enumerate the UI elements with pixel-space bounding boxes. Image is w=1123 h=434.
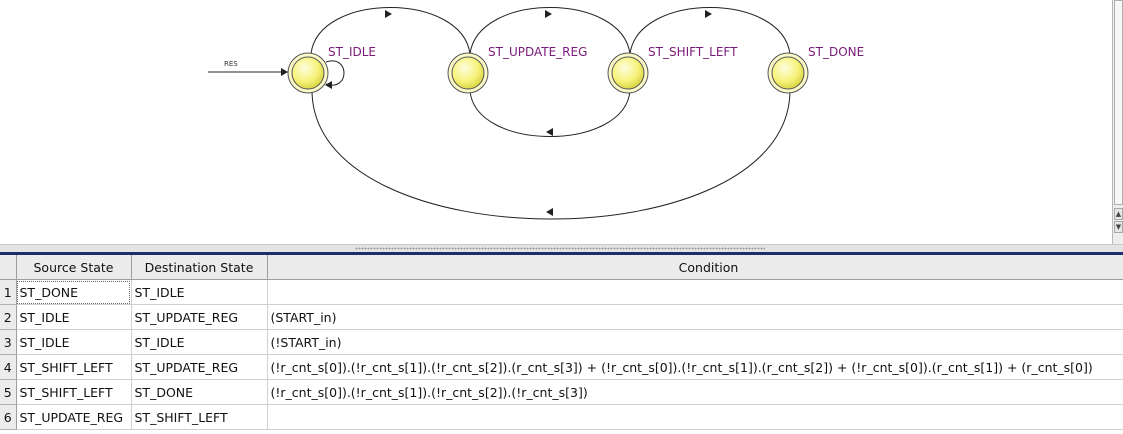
- condition-cell[interactable]: (!r_cnt_s[0]).(!r_cnt_s[1]).(!r_cnt_s[2]…: [267, 379, 1123, 405]
- state-label-st-update-reg: ST_UPDATE_REG: [488, 45, 587, 59]
- transition-update-reg-to-shift-left-arrow: [545, 10, 552, 18]
- scroll-down-button[interactable]: ▼: [1114, 221, 1123, 233]
- column-header-destination-state[interactable]: Destination State: [131, 255, 268, 280]
- destination-state-cell[interactable]: ST_UPDATE_REG: [131, 354, 268, 380]
- transition-done-to-idle-arrow: [546, 208, 553, 216]
- state-label-st-done: ST_DONE: [808, 45, 864, 59]
- transition-update-reg-to-shift-left: [469, 7, 631, 55]
- destination-state-cell[interactable]: ST_SHIFT_LEFT: [131, 404, 268, 430]
- row-number[interactable]: 1: [0, 279, 17, 305]
- condition-cell[interactable]: [267, 279, 1123, 305]
- scroll-up-button[interactable]: ▲: [1114, 208, 1123, 220]
- transition-table: Source State Destination State Condition…: [0, 255, 1123, 430]
- table-row[interactable]: 4 ST_SHIFT_LEFT ST_UPDATE_REG (!r_cnt_s[…: [0, 354, 1123, 380]
- row-number[interactable]: 2: [0, 304, 17, 330]
- reset-label: RES: [224, 60, 238, 68]
- state-diagram-svg: RES ST_IDLE ST_UPDATE_REG ST_SHI: [208, 7, 864, 220]
- state-st-done[interactable]: [767, 52, 809, 94]
- table-header-rule: [0, 252, 1123, 255]
- column-header-source-state[interactable]: Source State: [16, 255, 132, 280]
- diagram-vertical-scrollbar[interactable]: ▲ ▼: [1112, 0, 1123, 244]
- source-state-cell[interactable]: ST_SHIFT_LEFT: [16, 354, 132, 380]
- table-row[interactable]: 2 ST_IDLE ST_UPDATE_REG (START_in): [0, 304, 1123, 330]
- destination-state-cell[interactable]: ST_IDLE: [131, 329, 268, 355]
- state-st-update-reg[interactable]: [447, 52, 489, 94]
- splitter-grip[interactable]: [355, 247, 765, 250]
- condition-cell[interactable]: [267, 404, 1123, 430]
- row-number[interactable]: 3: [0, 329, 17, 355]
- transition-idle-to-update-reg: [310, 7, 471, 55]
- table-header-row: Source State Destination State Condition: [0, 255, 1123, 280]
- row-number[interactable]: 6: [0, 404, 17, 430]
- condition-cell[interactable]: (START_in): [267, 304, 1123, 330]
- state-label-st-idle: ST_IDLE: [328, 45, 376, 59]
- transition-shift-left-to-done-arrow: [705, 10, 712, 18]
- table-row[interactable]: 6 ST_UPDATE_REG ST_SHIFT_LEFT: [0, 404, 1123, 430]
- condition-cell[interactable]: (!START_in): [267, 329, 1123, 355]
- transition-idle-to-update-reg-arrow: [385, 10, 392, 18]
- row-number[interactable]: 4: [0, 354, 17, 380]
- destination-state-cell[interactable]: ST_DONE: [131, 379, 268, 405]
- state-label-st-shift-left: ST_SHIFT_LEFT: [648, 45, 738, 59]
- destination-state-cell[interactable]: ST_UPDATE_REG: [131, 304, 268, 330]
- destination-state-cell[interactable]: ST_IDLE: [131, 279, 268, 305]
- table-row[interactable]: 3 ST_IDLE ST_IDLE (!START_in): [0, 329, 1123, 355]
- transition-idle-self-loop-arrow: [325, 81, 332, 89]
- table-row[interactable]: 5 ST_SHIFT_LEFT ST_DONE (!r_cnt_s[0]).(!…: [0, 379, 1123, 405]
- pane-splitter[interactable]: [0, 244, 1123, 252]
- transition-shift-left-to-update-reg-arrow: [546, 128, 553, 136]
- source-state-cell[interactable]: ST_SHIFT_LEFT: [16, 379, 132, 405]
- table-row[interactable]: 1 ST_DONE ST_IDLE: [0, 279, 1123, 305]
- transition-shift-left-to-done: [629, 7, 791, 55]
- diagram-scrollbar-thumb[interactable]: [1114, 0, 1123, 205]
- source-state-cell[interactable]: ST_DONE: [16, 279, 132, 305]
- reset-arrow-head: [281, 68, 288, 76]
- source-state-cell[interactable]: ST_IDLE: [16, 329, 132, 355]
- state-st-shift-left[interactable]: [607, 52, 649, 94]
- state-st-idle[interactable]: [287, 52, 329, 94]
- state-diagram-canvas[interactable]: RES ST_IDLE ST_UPDATE_REG ST_SHI: [0, 0, 1112, 244]
- transition-done-to-idle: [311, 89, 791, 220]
- row-number-header: [0, 255, 17, 280]
- source-state-cell[interactable]: ST_IDLE: [16, 304, 132, 330]
- source-state-cell[interactable]: ST_UPDATE_REG: [16, 404, 132, 430]
- transition-idle-self-loop: [325, 60, 345, 86]
- transition-table-pane: Source State Destination State Condition…: [0, 255, 1123, 434]
- row-number[interactable]: 5: [0, 379, 17, 405]
- column-header-condition[interactable]: Condition: [267, 255, 1123, 280]
- condition-cell[interactable]: (!r_cnt_s[0]).(!r_cnt_s[1]).(!r_cnt_s[2]…: [267, 354, 1123, 380]
- transition-shift-left-to-update-reg: [469, 89, 631, 137]
